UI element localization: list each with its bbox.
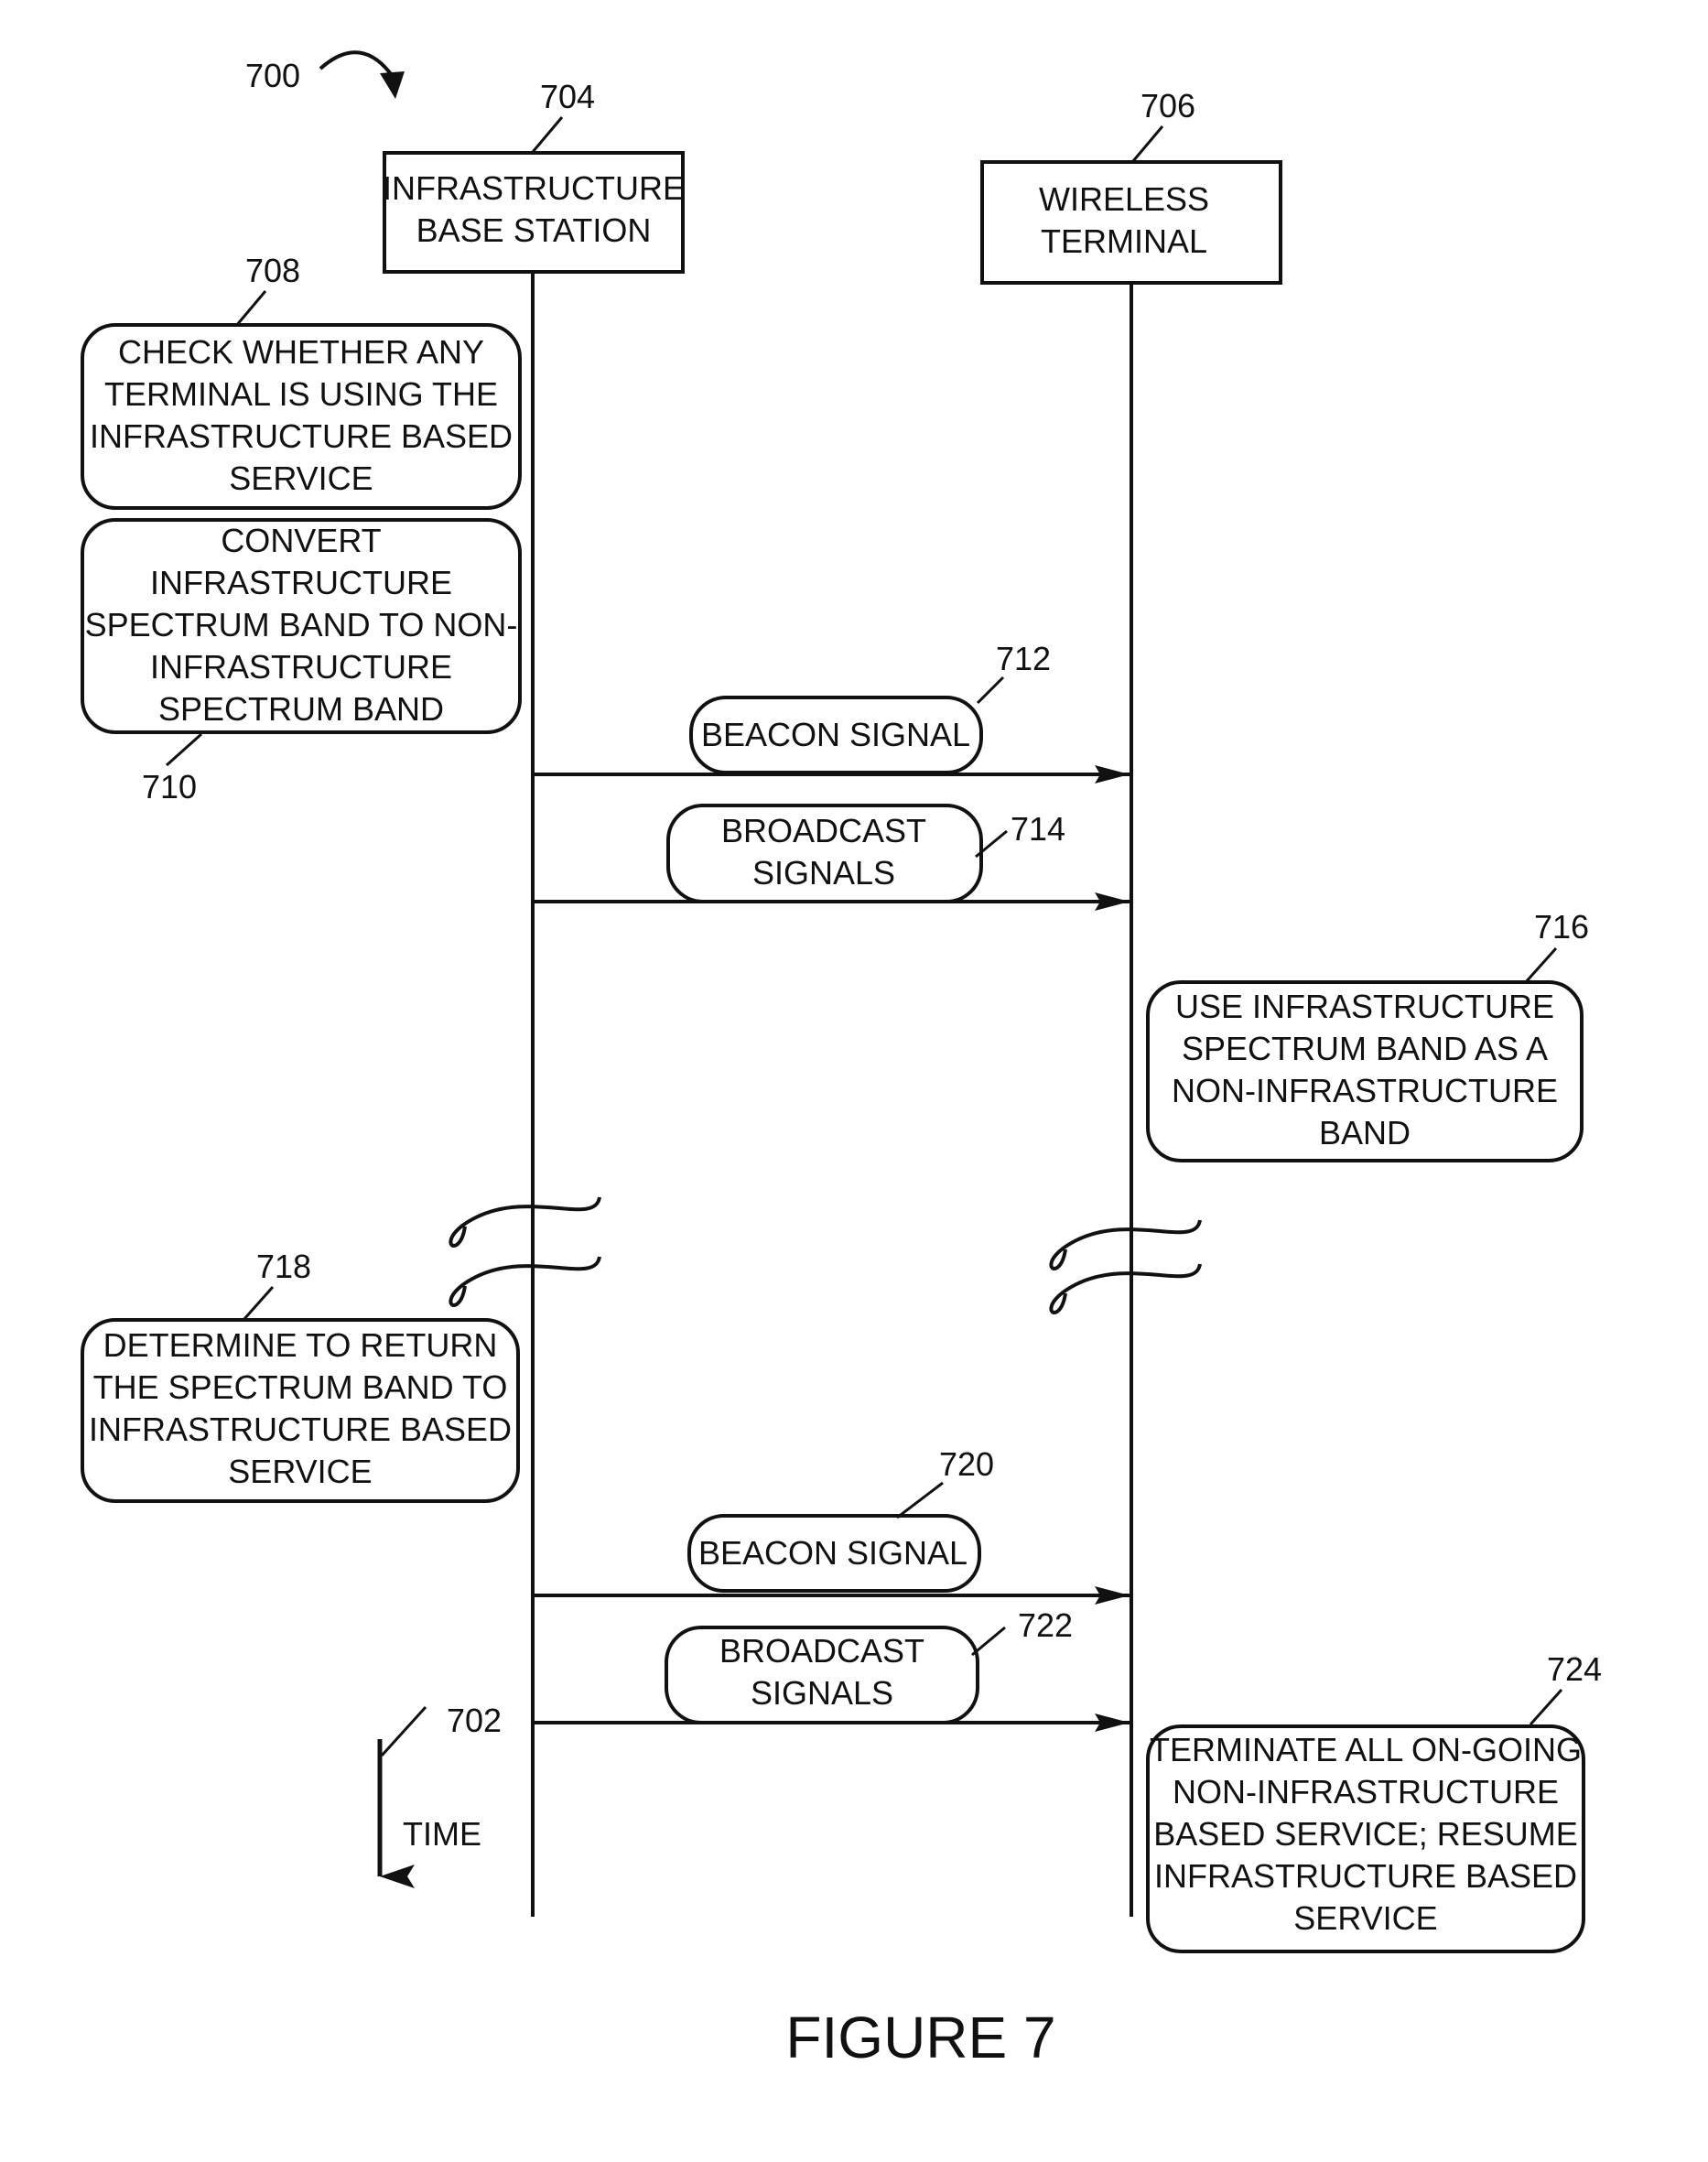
beacon-signal-2-ref: 720 bbox=[939, 1445, 994, 1483]
base-station-label-line-2: BASE STATION bbox=[416, 211, 652, 249]
beacon-signal-2-label: BEACON SIGNAL bbox=[698, 1534, 968, 1572]
broadcast-signals-1-line-2: SIGNALS bbox=[752, 854, 895, 892]
wireless-terminal-ref-leader bbox=[1133, 126, 1162, 161]
time-axis-label: TIME bbox=[403, 1815, 481, 1853]
broadcast-signals-2-line-2: SIGNALS bbox=[751, 1674, 893, 1712]
base-station-time-break bbox=[450, 1197, 600, 1305]
time-axis: 702 TIME bbox=[380, 1702, 502, 1876]
broadcast-signals-2-line-1: BROADCAST bbox=[719, 1632, 924, 1670]
check-action-line-2: TERMINAL IS USING THE bbox=[104, 375, 498, 413]
check-action-line-3: INFRASTRUCTURE BASED bbox=[90, 417, 513, 455]
convert-action-ref-leader bbox=[167, 734, 201, 765]
determine-return-action-ref-leader bbox=[243, 1287, 273, 1320]
broadcast-signals-1-bubble: BROADCAST SIGNALS bbox=[668, 805, 981, 902]
check-action-ref: 708 bbox=[245, 252, 300, 289]
time-axis-ref: 702 bbox=[447, 1702, 502, 1739]
beacon-signal-1-label: BEACON SIGNAL bbox=[701, 716, 970, 753]
determine-return-action-ref: 718 bbox=[256, 1248, 311, 1285]
wireless-terminal-entity: WIRELESS TERMINAL bbox=[982, 162, 1281, 283]
wireless-terminal-label-line-2: TERMINAL bbox=[1041, 222, 1207, 260]
terminate-action-box: TERMINATE ALL ON-GOING NON-INFRASTRUCTUR… bbox=[1148, 1726, 1584, 1951]
terminate-action-ref-leader bbox=[1530, 1690, 1562, 1724]
base-station-entity: INFRASTRUCTURE BASE STATION bbox=[383, 153, 685, 272]
broadcast-signals-2-ref-leader bbox=[972, 1627, 1005, 1655]
wireless-terminal-ref: 706 bbox=[1140, 87, 1195, 124]
wireless-terminal-label-line-1: WIRELESS bbox=[1039, 180, 1209, 218]
broadcast-signals-2-ref: 722 bbox=[1018, 1606, 1073, 1644]
beacon-signal-1-ref-leader bbox=[978, 677, 1003, 703]
figure-ref-arrowhead bbox=[380, 71, 405, 99]
convert-action-line-2: INFRASTRUCTURE bbox=[150, 564, 452, 601]
use-band-action-line-4: BAND bbox=[1319, 1114, 1411, 1151]
use-band-action-line-2: SPECTRUM BAND AS A bbox=[1182, 1030, 1548, 1067]
time-axis-ref-leader bbox=[382, 1707, 426, 1756]
terminate-action-line-5: SERVICE bbox=[1293, 1899, 1437, 1937]
beacon-signal-2-bubble: BEACON SIGNAL bbox=[689, 1516, 979, 1591]
broadcast-signals-1-line-1: BROADCAST bbox=[721, 812, 926, 849]
convert-action-line-1: CONVERT bbox=[221, 522, 381, 559]
convert-action-box: CONVERT INFRASTRUCTURE SPECTRUM BAND TO … bbox=[82, 520, 520, 732]
determine-return-action-line-1: DETERMINE TO RETURN bbox=[103, 1326, 498, 1364]
base-station-ref: 704 bbox=[540, 78, 595, 115]
check-action-line-4: SERVICE bbox=[229, 459, 373, 497]
terminate-action-line-4: INFRASTRUCTURE BASED bbox=[1154, 1857, 1577, 1895]
check-action-line-1: CHECK WHETHER ANY bbox=[118, 333, 484, 371]
figure-caption: FIGURE 7 bbox=[785, 2005, 1055, 2070]
determine-return-action-line-3: INFRASTRUCTURE BASED bbox=[89, 1411, 512, 1448]
broadcast-signals-2-bubble: BROADCAST SIGNALS bbox=[666, 1627, 978, 1723]
beacon-signal-1-bubble: BEACON SIGNAL bbox=[691, 697, 981, 773]
check-action-box: CHECK WHETHER ANY TERMINAL IS USING THE … bbox=[82, 325, 520, 508]
convert-action-line-3: SPECTRUM BAND TO NON- bbox=[85, 606, 518, 643]
wireless-terminal-time-break bbox=[1051, 1220, 1200, 1313]
determine-return-action-line-4: SERVICE bbox=[228, 1453, 372, 1490]
use-band-action-ref: 716 bbox=[1534, 908, 1589, 946]
convert-action-line-4: INFRASTRUCTURE bbox=[150, 648, 452, 686]
terminate-action-ref: 724 bbox=[1547, 1650, 1602, 1688]
determine-return-action-box: DETERMINE TO RETURN THE SPECTRUM BAND TO… bbox=[82, 1320, 518, 1501]
convert-action-line-5: SPECTRUM BAND bbox=[158, 690, 444, 728]
check-action-ref-leader bbox=[236, 291, 265, 326]
base-station-ref-leader bbox=[533, 117, 562, 152]
determine-return-action-line-2: THE SPECTRUM BAND TO bbox=[93, 1368, 508, 1406]
base-station-label-line-1: INFRASTRUCTURE bbox=[383, 169, 685, 207]
terminate-action-line-1: TERMINATE ALL ON-GOING bbox=[1150, 1731, 1582, 1768]
figure-ref-label: 700 bbox=[245, 57, 300, 94]
beacon-signal-1-ref: 712 bbox=[996, 640, 1051, 677]
use-band-action-line-3: NON-INFRASTRUCTURE bbox=[1172, 1072, 1558, 1109]
broadcast-signals-1-ref: 714 bbox=[1011, 810, 1065, 848]
use-band-action-line-1: USE INFRASTRUCTURE bbox=[1175, 988, 1554, 1025]
use-band-action-ref-leader bbox=[1525, 948, 1556, 983]
use-band-action-box: USE INFRASTRUCTURE SPECTRUM BAND AS A NO… bbox=[1148, 982, 1582, 1161]
terminate-action-line-2: NON-INFRASTRUCTURE bbox=[1173, 1773, 1559, 1811]
convert-action-ref: 710 bbox=[142, 768, 197, 805]
beacon-signal-2-ref-leader bbox=[897, 1483, 943, 1518]
terminate-action-line-3: BASED SERVICE; RESUME bbox=[1153, 1815, 1577, 1853]
